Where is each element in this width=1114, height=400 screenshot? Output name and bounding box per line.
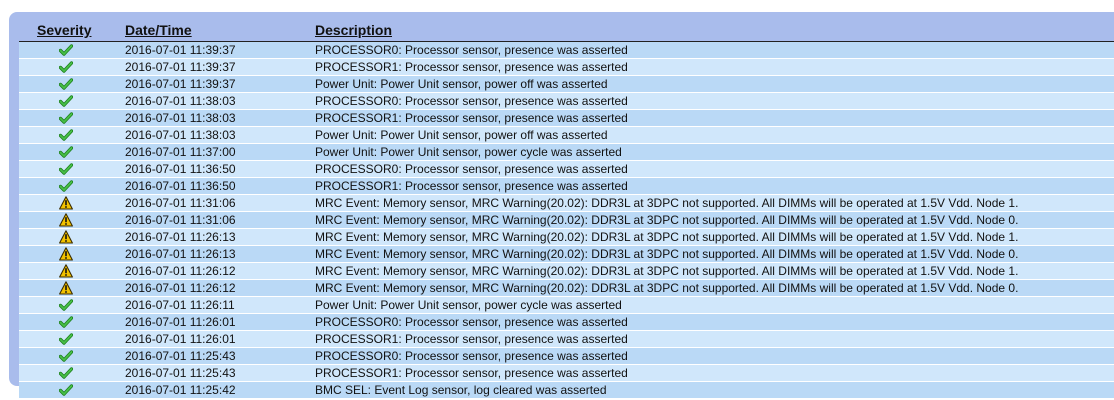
checkmark-icon [59,315,73,329]
event-datetime: 2016-07-01 11:39:37 [125,77,236,91]
checkmark-icon [59,298,73,312]
event-datetime: 2016-07-01 11:26:11 [125,298,235,312]
event-description: Power Unit: Power Unit sensor, power cyc… [315,145,622,159]
checkmark-icon [59,366,73,380]
event-description: PROCESSOR1: Processor sensor, presence w… [315,332,628,346]
event-description: MRC Event: Memory sensor, MRC Warning(20… [315,230,1019,244]
checkmark-icon [59,332,73,346]
checkmark-icon [59,43,73,57]
warning-icon [59,264,73,278]
event-datetime: 2016-07-01 11:26:12 [125,264,236,278]
checkmark-icon [59,77,73,91]
event-datetime: 2016-07-01 11:38:03 [125,111,236,125]
event-description: PROCESSOR1: Processor sensor, presence w… [315,60,628,74]
event-description: MRC Event: Memory sensor, MRC Warning(20… [315,264,1019,278]
table-row[interactable]: 2016-07-01 11:26:12 MRC Event: Memory sen… [19,263,1114,280]
event-datetime: 2016-07-01 11:38:03 [125,128,236,142]
checkmark-icon [59,349,73,363]
event-description: PROCESSOR1: Processor sensor, presence w… [315,366,628,380]
table-row[interactable]: 2016-07-01 11:26:11 Power Unit: Power Uni… [19,297,1114,314]
event-description: MRC Event: Memory sensor, MRC Warning(20… [315,281,1019,295]
event-description: PROCESSOR0: Processor sensor, presence w… [315,94,628,108]
event-datetime: 2016-07-01 11:39:37 [125,43,236,57]
table-row[interactable]: 2016-07-01 11:38:03 PROCESSOR1: Processor… [19,110,1114,127]
table-row[interactable]: 2016-07-01 11:31:06 MRC Event: Memory sen… [19,212,1114,229]
event-log-header: Severity Date/Time Description [19,21,1114,42]
checkmark-icon [59,94,73,108]
checkmark-icon [59,60,73,74]
event-description: PROCESSOR1: Processor sensor, presence w… [315,179,628,193]
table-row[interactable]: 2016-07-01 11:25:43 PROCESSOR0: Processor… [19,348,1114,365]
event-datetime: 2016-07-01 11:39:37 [125,60,236,74]
event-description: Power Unit: Power Unit sensor, power off… [315,77,608,91]
description-column-header[interactable]: Description [315,22,393,38]
table-row[interactable]: 2016-07-01 11:31:06 MRC Event: Memory sen… [19,195,1114,212]
table-row[interactable]: 2016-07-01 11:38:03 Power Unit: Power Uni… [19,127,1114,144]
warning-icon [59,247,73,261]
event-datetime: 2016-07-01 11:26:13 [125,230,236,244]
checkmark-icon [59,383,73,397]
table-row[interactable]: 2016-07-01 11:26:13 MRC Event: Memory sen… [19,229,1114,246]
event-description: MRC Event: Memory sensor, MRC Warning(20… [315,247,1019,261]
table-row[interactable]: 2016-07-01 11:36:50 PROCESSOR0: Processor… [19,161,1114,178]
checkmark-icon [59,128,73,142]
table-row[interactable]: 2016-07-01 11:25:43 PROCESSOR1: Processor… [19,365,1114,382]
event-description: PROCESSOR0: Processor sensor, presence w… [315,315,628,329]
checkmark-icon [59,145,73,159]
event-datetime: 2016-07-01 11:31:06 [125,196,236,210]
warning-icon [59,196,73,210]
table-row[interactable]: 2016-07-01 11:26:01 PROCESSOR1: Processor… [19,331,1114,348]
severity-column-header[interactable]: Severity [37,22,92,38]
event-datetime: 2016-07-01 11:36:50 [125,179,236,193]
table-row[interactable]: 2016-07-01 11:26:01 PROCESSOR0: Processor… [19,314,1114,331]
checkmark-icon [59,111,73,125]
event-description: PROCESSOR0: Processor sensor, presence w… [315,162,628,176]
event-datetime: 2016-07-01 11:25:43 [125,349,236,363]
event-description: Power Unit: Power Unit sensor, power off… [315,128,608,142]
checkmark-icon [59,179,73,193]
event-description: MRC Event: Memory sensor, MRC Warning(20… [315,213,1019,227]
table-row[interactable]: 2016-07-01 11:38:03 PROCESSOR0: Processor… [19,93,1114,110]
event-datetime: 2016-07-01 11:31:06 [125,213,236,227]
table-row[interactable]: 2016-07-01 11:37:00 Power Unit: Power Uni… [19,144,1114,161]
table-row[interactable]: 2016-07-01 11:39:37 PROCESSOR0: Processor… [19,42,1114,59]
event-datetime: 2016-07-01 11:38:03 [125,94,236,108]
warning-icon [59,230,73,244]
event-datetime: 2016-07-01 11:25:42 [125,383,236,397]
event-datetime: 2016-07-01 11:26:13 [125,247,236,261]
table-row[interactable]: 2016-07-01 11:39:37 PROCESSOR1: Processor… [19,59,1114,76]
table-row[interactable]: 2016-07-01 11:36:50 PROCESSOR1: Processor… [19,178,1114,195]
event-description: PROCESSOR0: Processor sensor, presence w… [315,43,628,57]
event-datetime: 2016-07-01 11:26:01 [125,315,236,329]
table-row[interactable]: 2016-07-01 11:26:12 MRC Event: Memory sen… [19,280,1114,297]
event-datetime: 2016-07-01 11:26:12 [125,281,236,295]
datetime-column-header[interactable]: Date/Time [125,22,192,38]
warning-icon [59,281,73,295]
warning-icon [59,213,73,227]
event-description: PROCESSOR0: Processor sensor, presence w… [315,349,628,363]
table-row[interactable]: 2016-07-01 11:26:13 MRC Event: Memory sen… [19,246,1114,263]
event-datetime: 2016-07-01 11:25:43 [125,366,236,380]
event-description: BMC SEL: Event Log sensor, log cleared w… [315,383,607,397]
event-description: PROCESSOR1: Processor sensor, presence w… [315,111,628,125]
event-description: MRC Event: Memory sensor, MRC Warning(20… [315,196,1019,210]
table-row[interactable]: 2016-07-01 11:25:42 BMC SEL: Event Log se… [19,382,1114,399]
table-row[interactable]: 2016-07-01 11:39:37 Power Unit: Power Uni… [19,76,1114,93]
event-datetime: 2016-07-01 11:36:50 [125,162,236,176]
event-description: Power Unit: Power Unit sensor, power cyc… [315,298,622,312]
event-datetime: 2016-07-01 11:37:00 [125,145,236,159]
event-datetime: 2016-07-01 11:26:01 [125,332,236,346]
checkmark-icon [59,162,73,176]
